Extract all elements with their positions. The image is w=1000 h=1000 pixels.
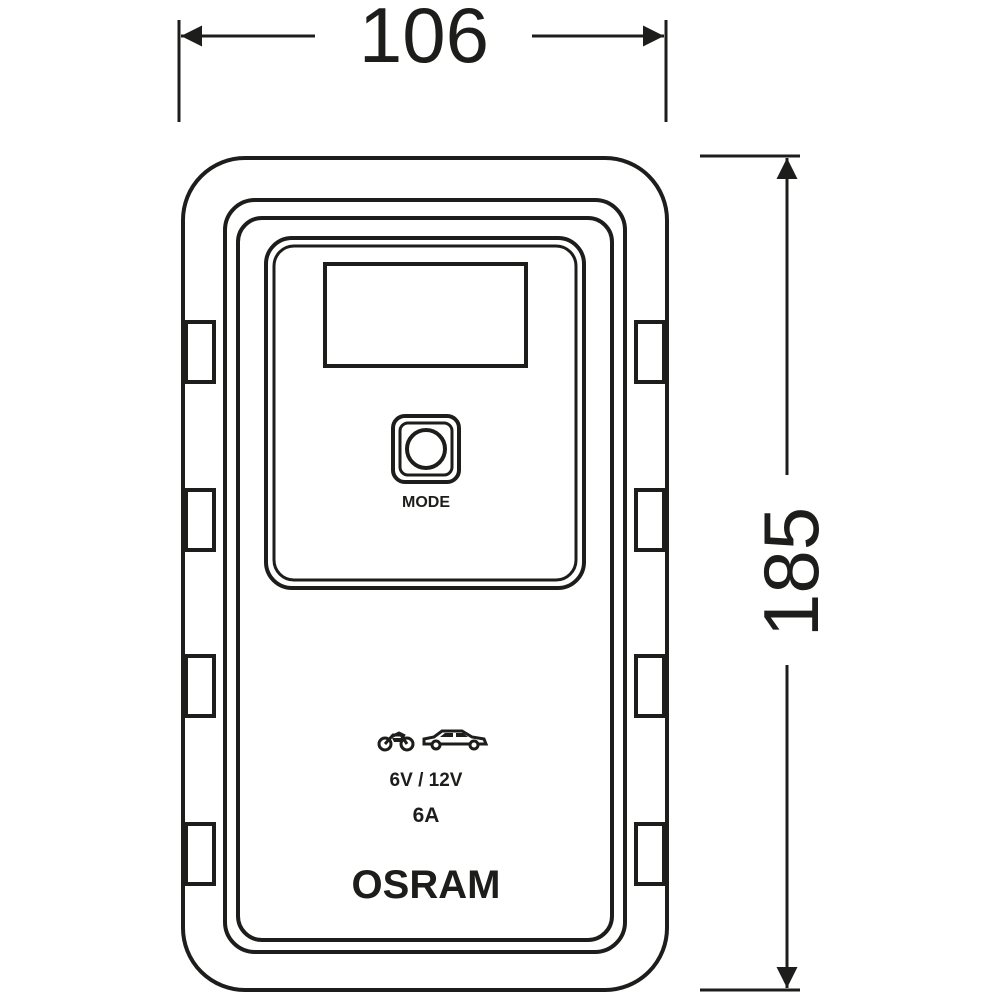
width-dimension: 106 — [177, 0, 668, 122]
car-icon — [422, 729, 489, 751]
side-clip-left-2 — [184, 488, 216, 552]
height-label: 185 — [747, 507, 835, 637]
side-clip-right-1 — [634, 320, 666, 384]
mode-button[interactable] — [391, 414, 461, 484]
side-clip-right-2 — [634, 488, 666, 552]
front-panel-inner — [272, 244, 578, 582]
height-dimension: 185 — [700, 154, 835, 992]
lcd-display — [323, 262, 528, 368]
current-label: 6A — [413, 804, 440, 827]
mode-button-knob — [405, 428, 447, 470]
mode-label: MODE — [402, 494, 450, 511]
side-clip-left-3 — [184, 654, 216, 718]
width-label: 106 — [359, 0, 489, 79]
brand-logo: OSRAM — [352, 863, 501, 907]
side-clip-right-4 — [634, 822, 666, 886]
side-clip-left-4 — [184, 822, 216, 886]
inner-bumper — [223, 198, 627, 954]
mode-button-frame-outer — [391, 414, 461, 484]
mode-button-frame-inner — [398, 421, 454, 477]
housing — [236, 216, 614, 942]
outer-bumper — [181, 156, 669, 992]
side-clip-right-3 — [634, 654, 666, 718]
front-panel-outer — [264, 236, 586, 590]
motorcycle-icon — [377, 731, 415, 752]
side-clip-left-1 — [184, 320, 216, 384]
charger-device: MODE 6V / 12V 6A OSRAM — [181, 156, 669, 992]
voltage-label: 6V / 12V — [390, 770, 463, 791]
